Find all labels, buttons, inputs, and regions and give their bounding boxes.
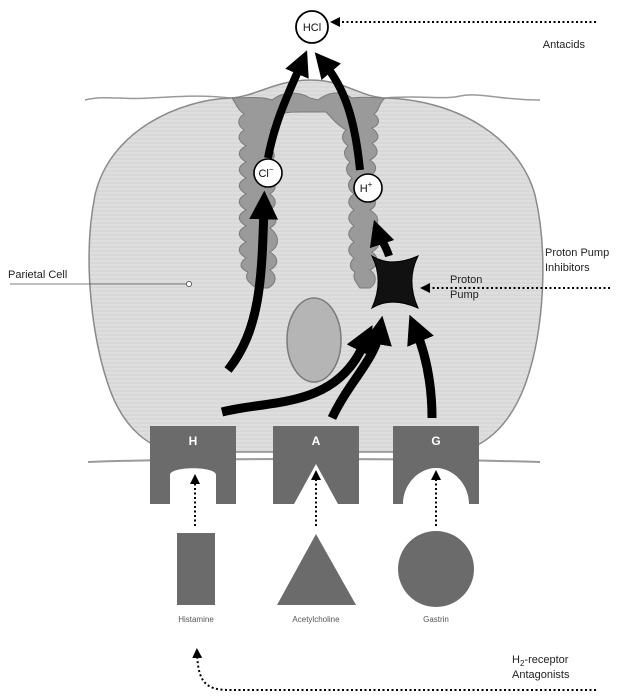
h2-antagonists-label-line2: Antagonists — [512, 669, 570, 681]
acetylcholine-receptor-letter: A — [312, 434, 321, 448]
gastrin-ligand-shape — [398, 531, 474, 607]
cl-ion-label: Cl — [258, 168, 268, 180]
nucleus — [287, 298, 341, 382]
h2-rest: -receptor — [524, 654, 568, 666]
gastrin-ligand-label: Gastrin — [423, 615, 449, 624]
chloride-ion: Cl− — [254, 159, 282, 187]
ppi-label-line2: Inhibitors — [545, 262, 590, 274]
histamine-receptor: H — [150, 426, 236, 504]
hcl-node: HCl — [296, 11, 328, 43]
gastrin-receptor-letter: G — [431, 434, 440, 448]
parietal-cell-pointer-dot — [186, 281, 191, 286]
proton-pump-label-line2: Pump — [450, 289, 479, 301]
h-ion-label: H — [360, 183, 368, 195]
apical-membrane-left — [85, 96, 230, 100]
parietal-cell-label: Parietal Cell — [8, 269, 67, 281]
h2-antagonists-label-line1: H2-receptor — [512, 654, 569, 668]
hcl-label: HCl — [303, 22, 321, 34]
h2-prefix: H — [512, 654, 520, 666]
hydrogen-ion: H+ — [354, 174, 382, 202]
proton-pump-label-line1: Proton — [450, 274, 482, 286]
h-ion-charge: + — [368, 180, 373, 189]
cl-ion-charge: − — [269, 165, 274, 174]
gastrin-receptor: G — [393, 426, 479, 504]
histamine-ligand-shape — [177, 533, 215, 605]
acetylcholine-receptor: A — [273, 426, 359, 504]
acetylcholine-ligand-shape — [277, 534, 356, 605]
histamine-receptor-letter: H — [189, 434, 198, 448]
histamine-ligand-label: Histamine — [178, 615, 214, 624]
ppi-label-line1: Proton Pump — [545, 247, 609, 259]
proton-pump — [372, 256, 418, 308]
antacids-label: Antacids — [543, 39, 586, 51]
acetylcholine-ligand-label: Acetylcholine — [292, 615, 340, 624]
